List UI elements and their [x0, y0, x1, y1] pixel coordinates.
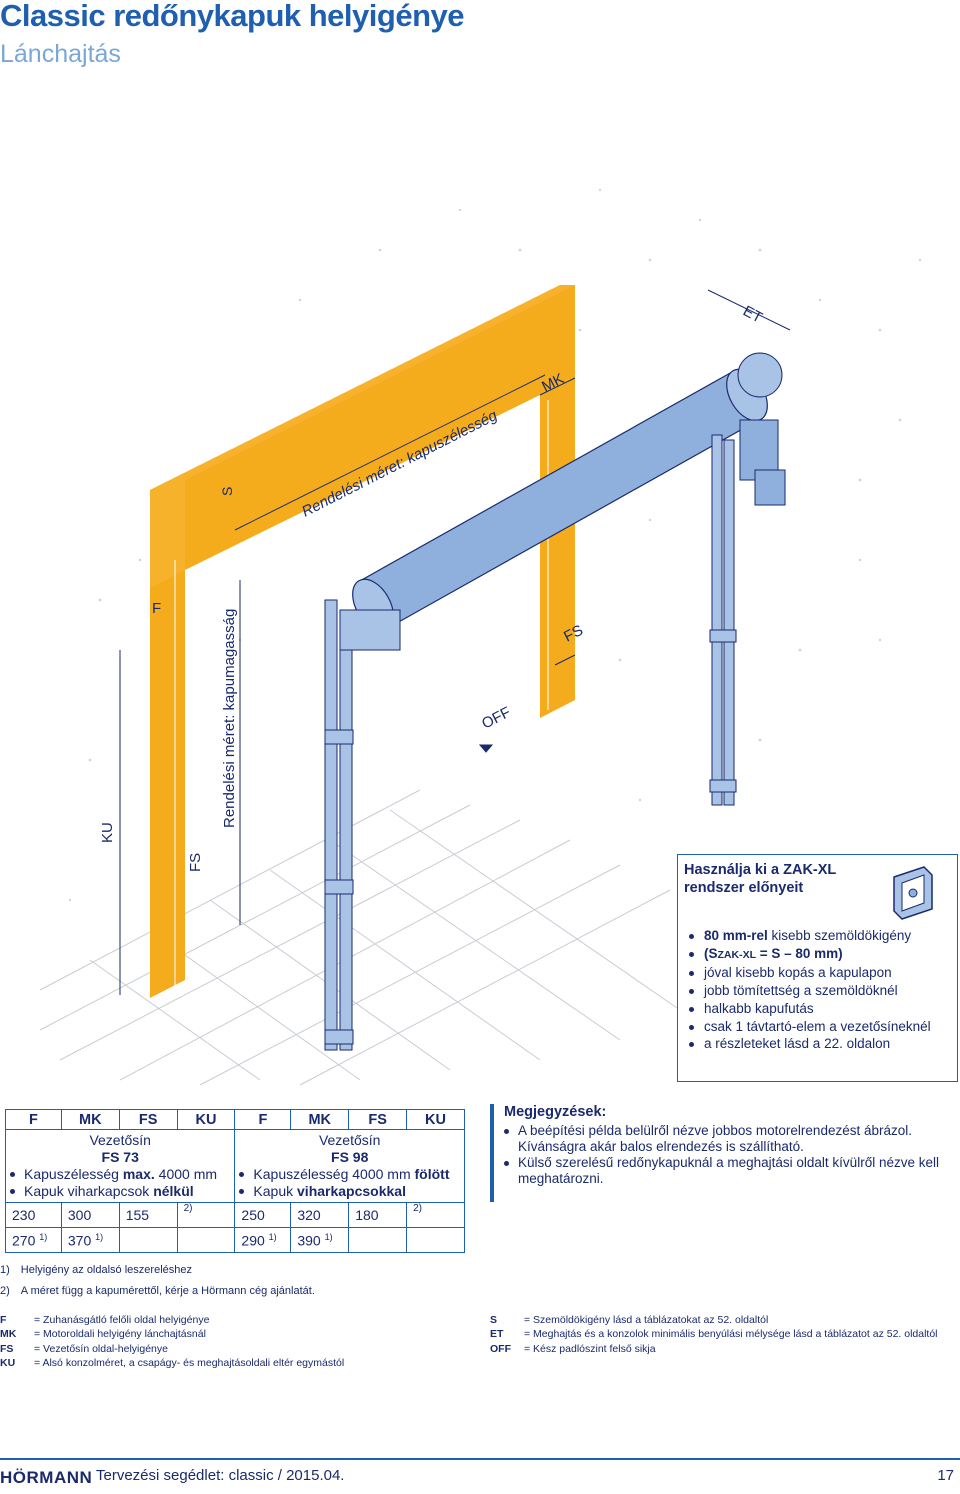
- list-item: 80 mm-rel kisebb szemöldökigény: [688, 927, 931, 945]
- list-item: jóval kisebb kopás a kapulapon: [688, 964, 931, 982]
- space-requirement-table: F MK FS KU F MK FS KU Vezetősín FS 73 Ka…: [4, 1109, 465, 1253]
- door-frame: [150, 285, 575, 998]
- list-item: jobb tömítettség a szemöldöknél: [688, 982, 931, 1000]
- label-fs-right: FS: [561, 622, 586, 646]
- list-item: csak 1 távtartó-elem a vezetősíneknél: [688, 1018, 931, 1036]
- zak-xl-title: Használja ki a ZAK-XL rendszer előnyeit: [684, 862, 837, 896]
- label-ku: KU: [99, 822, 116, 843]
- col-header: MK: [290, 1109, 350, 1130]
- table-cell: 390 1): [290, 1227, 350, 1253]
- label-et: ET: [740, 303, 765, 327]
- table-cell: 320: [290, 1202, 350, 1228]
- footnote-1: 1) Helyigény az oldalsó leszereléshez: [0, 1264, 192, 1276]
- col-header: KU: [406, 1109, 465, 1130]
- label-s: S: [219, 487, 235, 496]
- table-description-row: Vezetősín FS 73 Kapuszélesség max. 4000 …: [4, 1129, 465, 1203]
- table-cell: 270 1): [5, 1227, 62, 1253]
- chain-motor: [737, 352, 786, 506]
- notes-panel: Megjegyzések: A beépítési példa belülről…: [490, 1104, 960, 1202]
- table-cell: [348, 1227, 408, 1253]
- legend-row: S= Szemöldökigény lásd a táblázatokat az…: [490, 1314, 769, 1326]
- legend-row: KU= Alsó konzolméret, a csapágy- és megh…: [0, 1356, 345, 1369]
- table-cell: [118, 1227, 178, 1253]
- note-item: Külső szerelésű redőnykapuknál a meghajt…: [504, 1155, 960, 1187]
- legend-row: ET= Meghajtás és a konzolok minimális be…: [490, 1328, 938, 1341]
- wall-texture: [68, 188, 922, 902]
- table-row: 230 300 155 2) 250 320 180 2): [5, 1202, 465, 1228]
- page-title: Classic redőnykapuk helyigénye: [0, 0, 465, 33]
- page-subtitle: Lánchajtás: [0, 40, 121, 68]
- col-header: F: [5, 1109, 62, 1130]
- table-cell: 300: [60, 1202, 120, 1228]
- label-height: Rendelési méret: kapumagasság: [221, 609, 238, 828]
- list-item: halkabb kapufutás: [688, 1000, 931, 1018]
- label-f: F: [152, 600, 161, 617]
- legend-left: F= Zuhanásgátló felőli oldal helyigénye …: [0, 1313, 470, 1370]
- label-fs-left: FS: [187, 853, 204, 872]
- table-cell: 155: [118, 1202, 178, 1228]
- door-illustration: ET MK S F FS FS KU OFF Rendelési méret: …: [39, 188, 922, 1086]
- footer-text: Tervezési segédlet: classic / 2015.04.: [96, 1467, 345, 1484]
- page-number: 17: [937, 1467, 954, 1484]
- footer-rule: [0, 1458, 960, 1460]
- zak-xl-benefit-list: 80 mm-rel kisebb szemöldökigény (SZAK-XL…: [688, 927, 931, 1053]
- table-cell: 250: [234, 1202, 292, 1228]
- legend-row: FS= Vezetősín oldal-helyigénye: [0, 1342, 168, 1355]
- footnote-2: 2) A méret függ a kapumérettől, kérje a …: [0, 1285, 315, 1297]
- list-item: (SZAK-XL = S – 80 mm): [688, 945, 931, 965]
- col-header: FS: [348, 1109, 408, 1130]
- col-header: F: [234, 1109, 292, 1130]
- table-cell: 230: [5, 1202, 62, 1228]
- fs73-description: Vezetősín FS 73 Kapuszélesség max. 4000 …: [4, 1129, 236, 1203]
- note-item: A beépítési példa belülről nézve jobbos …: [504, 1123, 960, 1155]
- floor-pavers: [39, 789, 681, 1086]
- table-header-row: F MK FS KU F MK FS KU: [5, 1109, 465, 1130]
- col-header: MK: [60, 1109, 120, 1130]
- table-row: 270 1) 370 1) 290 1) 390 1): [5, 1227, 465, 1253]
- dimension-lines: [119, 289, 791, 995]
- label-off: OFF: [479, 704, 513, 733]
- legend-row: F= Zuhanásgátló felőli oldal helyigénye: [0, 1314, 210, 1326]
- table-cell: 290 1): [234, 1227, 292, 1253]
- zak-xl-benefits-box: Használja ki a ZAK-XL rendszer előnyeit …: [677, 854, 958, 1082]
- col-header: KU: [176, 1109, 236, 1130]
- list-item: a részleteket lásd a 22. oldalon: [688, 1035, 931, 1053]
- table-cell: [176, 1227, 236, 1253]
- table-cell: 2): [176, 1202, 236, 1228]
- brand-logo: HÖRMANN: [0, 1468, 93, 1487]
- legend-row: OFF= Kész padlószint felső sikja: [490, 1342, 656, 1355]
- table-cell: 2): [406, 1202, 465, 1228]
- table-cell: 180: [348, 1202, 408, 1228]
- legend-right: S= Szemöldökigény lásd a táblázatokat az…: [490, 1313, 960, 1356]
- col-header: FS: [118, 1109, 178, 1130]
- brackets: [324, 609, 737, 1045]
- notes-title: Megjegyzések:: [504, 1104, 607, 1120]
- fs98-description: Vezetősín FS 98 Kapuszélesség 4000 mm fö…: [234, 1129, 465, 1203]
- legend-row: MK= Motoroldali helyigény lánchajtásnál: [0, 1328, 206, 1341]
- table-cell: [406, 1227, 465, 1253]
- table-cell: 370 1): [60, 1227, 120, 1253]
- spacer-bracket-icon: [893, 866, 933, 920]
